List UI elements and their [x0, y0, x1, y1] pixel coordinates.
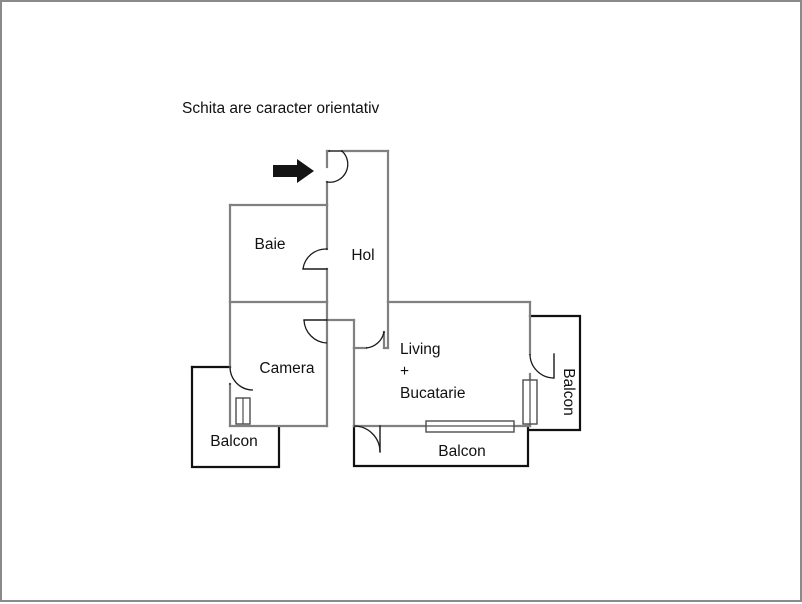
balcon-left-outline: [190, 365, 281, 469]
balcony-label-right: Balcon: [560, 368, 577, 415]
room-label-living-plus: +: [400, 363, 409, 380]
door-balcon-right: [529, 353, 555, 379]
balcon-right-outline: [528, 314, 582, 432]
window-balcon-bottom: [425, 420, 515, 433]
door-balcon-left: [229, 366, 254, 391]
room-label-bucatarie: Bucatarie: [400, 385, 465, 402]
door-balcon-bottom: [353, 425, 381, 453]
door-baie: [302, 248, 328, 270]
door-living: [365, 331, 385, 349]
room-label-living: Living: [400, 341, 441, 358]
entry-arrow-icon: [273, 159, 314, 183]
plan-title-note: Schita are caracter orientativ: [182, 100, 380, 117]
camera-walls: [228, 300, 329, 428]
window-balcon-left: [235, 397, 251, 425]
hol-walls: [325, 149, 390, 350]
door-camera: [303, 319, 328, 344]
balcony-label-bottom: Balcon: [438, 443, 485, 460]
room-label-baie: Baie: [254, 236, 285, 253]
room-label-hol: Hol: [351, 247, 374, 264]
balcony-label-left: Balcon: [210, 433, 257, 450]
window-balcon-right: [522, 379, 538, 425]
door-entry: [326, 150, 349, 183]
living-walls: [352, 300, 532, 428]
balcon-bottom-outline: [352, 424, 530, 468]
room-label-camera: Camera: [259, 360, 315, 377]
baie-walls: [228, 203, 329, 304]
